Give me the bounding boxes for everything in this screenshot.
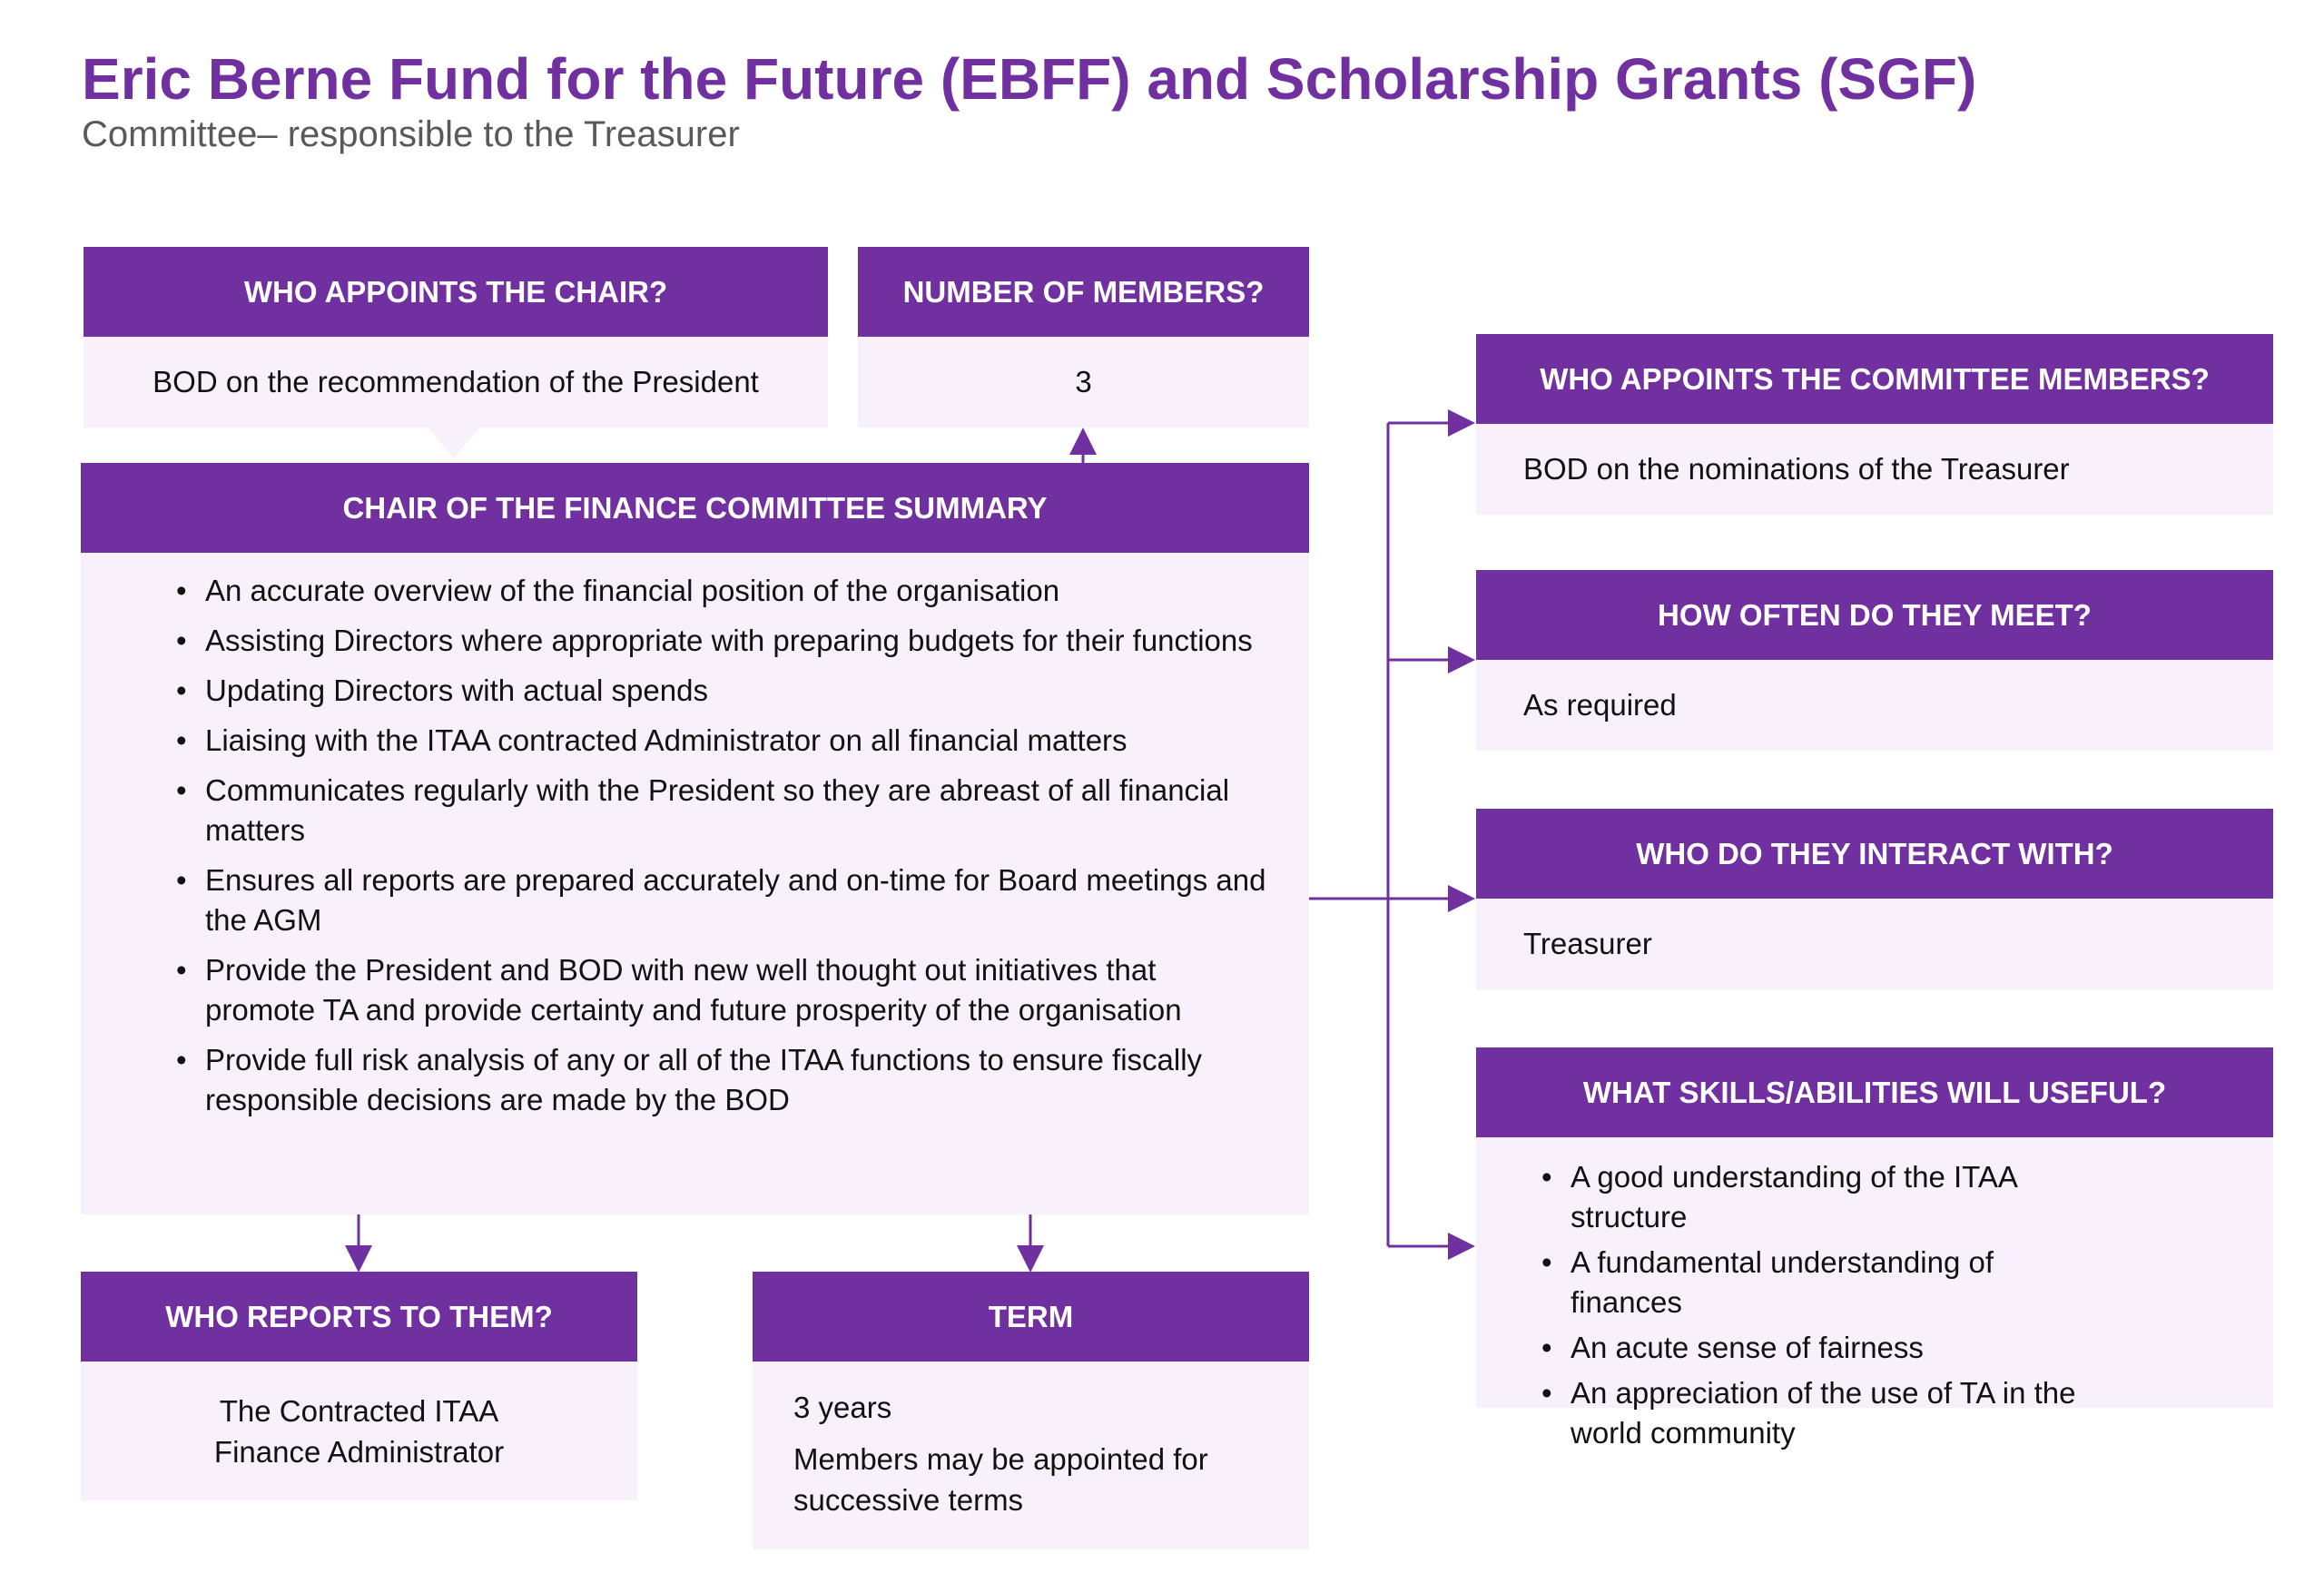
reports-line-2: Finance Administrator (213, 1434, 505, 1469)
members-box: NUMBER OF MEMBERS? 3 (858, 247, 1309, 428)
term-box: TERM 3 years Members may be appointed fo… (753, 1272, 1309, 1549)
box-text: Treasurer (1476, 899, 2273, 989)
skills-list-panel: A good understanding of the ITAA structu… (1476, 1137, 2273, 1450)
page-title: Eric Berne Fund for the Future (EBFF) an… (82, 46, 1977, 112)
pointer-triangle (427, 427, 481, 458)
list-item: An appreciation of the use of TA in the … (1541, 1373, 2110, 1453)
term-duration: 3 years (793, 1391, 892, 1424)
list-item: Communicates regularly with the Presiden… (176, 771, 1273, 850)
box-header: NUMBER OF MEMBERS? (858, 247, 1309, 337)
summary-list-panel: An accurate overview of the financial po… (81, 553, 1309, 1214)
list-item: Updating Directors with actual spends (176, 671, 1273, 711)
list-item: Provide full risk analysis of any or all… (176, 1040, 1273, 1120)
summary-box: CHAIR OF THE FINANCE COMMITTEE SUMMARY A… (81, 463, 1309, 1214)
box-header: WHAT SKILLS/ABILITIES WILL USEFUL? (1476, 1047, 2273, 1137)
list-item: Ensures all reports are prepared accurat… (176, 860, 1273, 940)
list-item: Assisting Directors where appropriate wi… (176, 621, 1273, 661)
box-header: WHO REPORTS TO THEM? (81, 1272, 637, 1362)
appoints-chair-box: WHO APPOINTS THE CHAIR? BOD on the recom… (84, 247, 828, 428)
term-note: Members may be appointed for successive … (793, 1442, 1208, 1517)
box-header: WHO DO THEY INTERACT WITH? (1476, 809, 2273, 899)
skills-list: A good understanding of the ITAA structu… (1541, 1157, 2110, 1453)
meet-box: HOW OFTEN DO THEY MEET? As required (1476, 570, 2273, 751)
box-text: 3 (858, 337, 1309, 428)
box-header: WHO APPOINTS THE COMMITTEE MEMBERS? (1476, 334, 2273, 424)
list-item: An accurate overview of the financial po… (176, 571, 1273, 611)
list-item: Provide the President and BOD with new w… (176, 950, 1273, 1030)
list-item: A good understanding of the ITAA structu… (1541, 1157, 2110, 1237)
reports-line-1: The Contracted ITAA (219, 1393, 499, 1428)
box-header: HOW OFTEN DO THEY MEET? (1476, 570, 2273, 660)
box-header: WHO APPOINTS THE CHAIR? (84, 247, 828, 337)
box-header: CHAIR OF THE FINANCE COMMITTEE SUMMARY (81, 463, 1309, 553)
box-text: The Contracted ITAA Finance Administrato… (81, 1362, 637, 1500)
page-subtitle: Committee– responsible to the Treasurer (82, 114, 740, 154)
box-header: TERM (753, 1272, 1309, 1362)
list-item: A fundamental understanding of finances (1541, 1243, 2110, 1322)
summary-list: An accurate overview of the financial po… (176, 571, 1273, 1120)
box-text: As required (1476, 660, 2273, 751)
interact-box: WHO DO THEY INTERACT WITH? Treasurer (1476, 809, 2273, 989)
box-text: BOD on the nominations of the Treasurer (1476, 424, 2273, 515)
skills-box: WHAT SKILLS/ABILITIES WILL USEFUL? A goo… (1476, 1047, 2273, 1450)
list-item: Liaising with the ITAA contracted Admini… (176, 721, 1273, 761)
box-text: BOD on the recommendation of the Preside… (84, 337, 828, 428)
reports-box: WHO REPORTS TO THEM? The Contracted ITAA… (81, 1272, 637, 1500)
appoints-members-box: WHO APPOINTS THE COMMITTEE MEMBERS? BOD … (1476, 334, 2273, 515)
box-text: 3 years Members may be appointed for suc… (753, 1362, 1309, 1549)
list-item: An acute sense of fairness (1541, 1328, 2110, 1368)
